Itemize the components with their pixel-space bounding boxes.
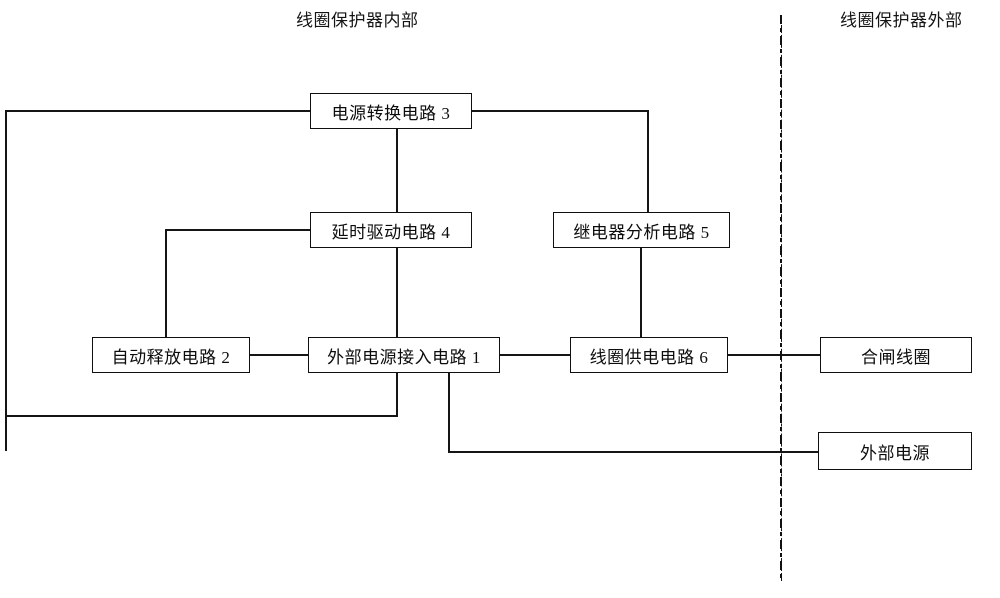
node-external-power-source[interactable]: 外部电源 <box>818 432 972 470</box>
wire-relay5-to-coil6-vertical <box>640 247 642 338</box>
wire-ext-input-to-external-power-horizontal <box>448 451 820 453</box>
wire-ext-input-to-coil6-horizontal <box>499 354 571 356</box>
wire-left-bus-to-ext-input-bottom <box>5 415 397 417</box>
node-external-power-input-circuit-1[interactable]: 外部电源接入电路 1 <box>308 337 500 373</box>
region-title-inside: 线圈保护器内部 <box>296 11 419 30</box>
node-auto-release-circuit-2[interactable]: 自动释放电路 2 <box>92 337 250 373</box>
wire-ext-input-bottom-left-vertical <box>396 372 398 417</box>
wire-left-bus-vertical <box>5 110 7 451</box>
node-coil-supply-circuit-6[interactable]: 线圈供电电路 6 <box>570 337 728 373</box>
node-relay-analysis-circuit-5[interactable]: 继电器分析电路 5 <box>553 212 730 248</box>
wire-auto2-to-ext-input-horizontal <box>249 354 309 356</box>
node-power-conversion-circuit-3[interactable]: 电源转换电路 3 <box>310 93 472 129</box>
region-title-outside: 线圈保护器外部 <box>840 11 963 30</box>
wire-pc3-to-delay4-vertical <box>396 128 398 213</box>
wire-delay4-left-horizontal <box>165 229 311 231</box>
wire-coil6-to-closing-coil-horizontal <box>727 354 821 356</box>
node-delay-drive-circuit-4[interactable]: 延时驱动电路 4 <box>310 212 472 248</box>
wire-pc3-left-horizontal <box>5 110 311 112</box>
wire-delay4-to-auto2-vertical <box>165 229 167 338</box>
wire-pc3-to-relay5-vertical <box>647 110 649 213</box>
wire-pc3-right-horizontal <box>471 110 649 112</box>
region-boundary-dash-dot-line <box>780 15 782 581</box>
node-closing-coil[interactable]: 合闸线圈 <box>820 337 972 373</box>
wire-delay4-to-ext-input-vertical <box>396 247 398 338</box>
wire-ext-input-bottom-right-vertical <box>448 372 450 453</box>
